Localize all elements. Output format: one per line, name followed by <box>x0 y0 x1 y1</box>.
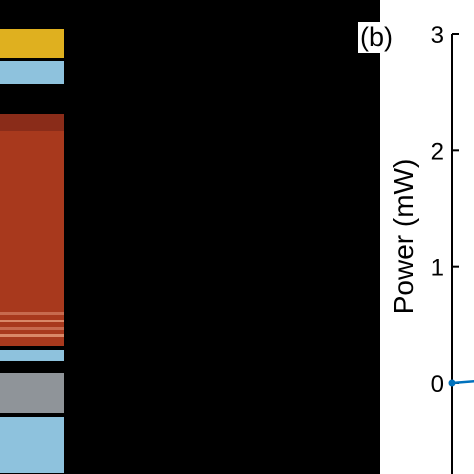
stack-layer-16 <box>0 361 64 373</box>
stack-layer-19 <box>0 417 64 473</box>
stack-layer-14 <box>0 346 64 350</box>
stack-layer-3 <box>0 84 64 114</box>
stack-layer-11 <box>0 330 64 334</box>
stack-layer-13 <box>0 337 64 346</box>
y-tick-label-3: 3 <box>431 22 444 49</box>
y-tick-label-2: 2 <box>431 138 444 165</box>
series-line-0 <box>451 380 474 385</box>
stack-layer-6 <box>0 312 64 315</box>
stack-layer-18 <box>0 413 64 417</box>
stack-layer-7 <box>0 315 64 320</box>
y-tick-label-1: 1 <box>431 255 444 282</box>
y-tick-label-0: 0 <box>431 371 444 398</box>
stack-layer-1 <box>0 58 64 61</box>
layer-stack-diagram <box>0 29 64 473</box>
stack-layer-10 <box>0 327 64 330</box>
stack-layer-9 <box>0 322 64 327</box>
stack-layer-2 <box>0 61 64 84</box>
y-axis-title: Power (mW) <box>388 159 419 315</box>
stack-layer-4 <box>0 114 64 131</box>
panel-b-label: (b) <box>358 22 395 53</box>
series-point-0-0 <box>448 379 456 387</box>
stack-layer-17 <box>0 373 64 413</box>
stack-layer-15 <box>0 350 64 361</box>
stack-layer-5 <box>0 131 64 312</box>
stack-layer-0 <box>0 29 64 58</box>
stack-layer-8 <box>0 320 64 322</box>
stack-layer-12 <box>0 334 64 337</box>
